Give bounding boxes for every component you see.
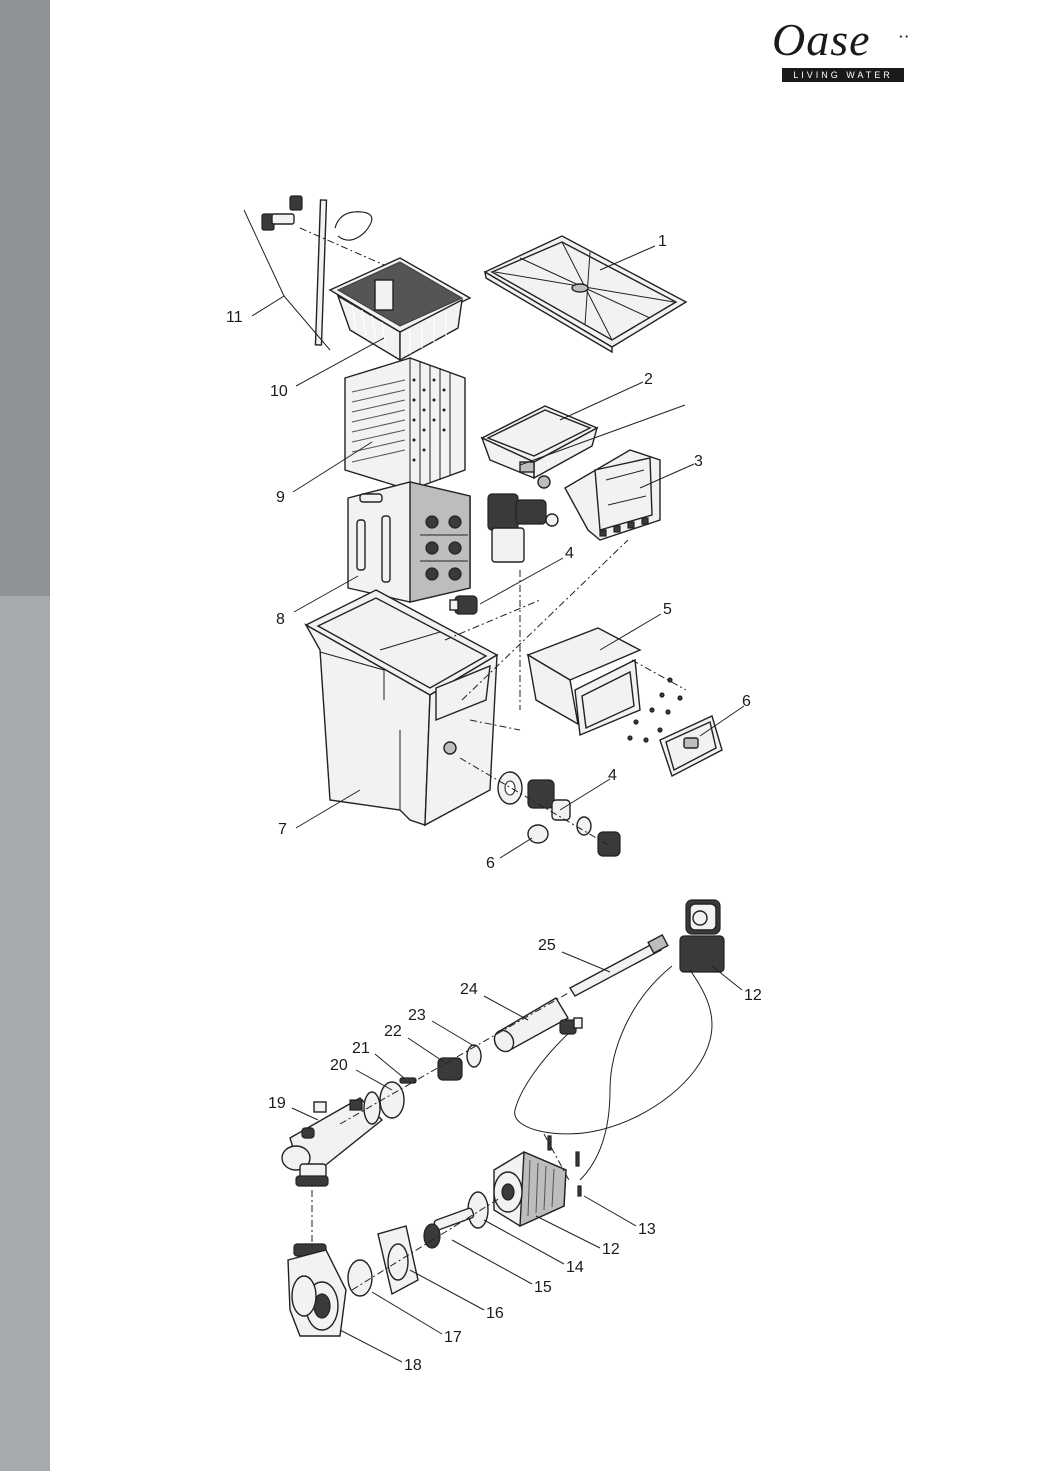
callout-19: 19 (268, 1095, 286, 1112)
part-seal-rings (379, 1044, 482, 1119)
callout-4-upper: 4 (565, 545, 574, 562)
part-tank (304, 589, 499, 827)
callout-labels: 1 2 3 4 5 6 4 6 7 8 9 10 11 25 12 24 23 … (226, 233, 762, 1374)
logo-tagline: LIVING WATER (782, 68, 904, 82)
part-gasket-frames (526, 627, 683, 743)
assembly-lines-lower (311, 991, 571, 1291)
part-basket (328, 257, 472, 362)
logo-drops-icon: ⋅⋅ (898, 27, 910, 47)
callout-6-lower: 6 (486, 855, 495, 872)
side-band-bottom (0, 596, 50, 1471)
callout-7: 7 (278, 821, 287, 838)
part-connector-upper (449, 595, 478, 615)
callout-8: 8 (276, 611, 285, 628)
part-frame (564, 449, 661, 541)
part-pump-body (287, 1243, 347, 1337)
callout-24: 24 (460, 981, 478, 998)
callout-25: 25 (538, 937, 556, 954)
side-band (0, 0, 50, 1471)
callout-21: 21 (352, 1040, 370, 1057)
part-pump-upper (487, 404, 686, 563)
part-tube (569, 933, 669, 997)
part-pump-internals (347, 1191, 489, 1297)
part-quartz-sleeve (493, 997, 569, 1053)
logo-wordmark: Oase (772, 14, 871, 65)
callout-10: 10 (270, 383, 288, 400)
leader-lines-lower (291, 951, 743, 1363)
part-housing-top (679, 899, 725, 973)
callout-9: 9 (276, 489, 285, 506)
callout-20: 20 (330, 1057, 348, 1074)
callout-18: 18 (404, 1357, 422, 1374)
callout-17: 17 (444, 1329, 462, 1346)
callout-6-upper: 6 (742, 693, 751, 710)
callout-1: 1 (658, 233, 667, 250)
leader-lines-upper (243, 209, 745, 859)
callout-5: 5 (663, 601, 672, 618)
callout-14: 14 (566, 1259, 584, 1276)
part-tray (480, 405, 599, 480)
part-cover-plate (659, 715, 723, 777)
part-inner-module (347, 481, 471, 603)
callout-4-lower: 4 (608, 767, 617, 784)
part-lid (483, 235, 688, 354)
oase-logo: Oase ⋅⋅ LIVING WATER (770, 14, 910, 84)
assembly-lines-upper (444, 539, 687, 731)
callout-11: 11 (226, 309, 243, 326)
callout-12-lower: 12 (602, 1241, 620, 1258)
side-band-top (0, 0, 50, 596)
part-filter-foams (344, 357, 466, 491)
callout-16: 16 (486, 1305, 504, 1322)
part-fitting-set (459, 757, 621, 857)
part-motor (493, 1135, 582, 1228)
callout-3: 3 (694, 453, 703, 470)
callout-22: 22 (384, 1023, 402, 1040)
callout-15: 15 (534, 1279, 552, 1296)
callout-12-upper: 12 (744, 987, 762, 1004)
callout-13: 13 (638, 1221, 656, 1238)
part-hose-set (261, 195, 401, 346)
callout-2: 2 (644, 371, 653, 388)
part-cables (514, 965, 713, 1181)
callout-23: 23 (408, 1007, 426, 1024)
part-uvc-housing (281, 1091, 384, 1187)
